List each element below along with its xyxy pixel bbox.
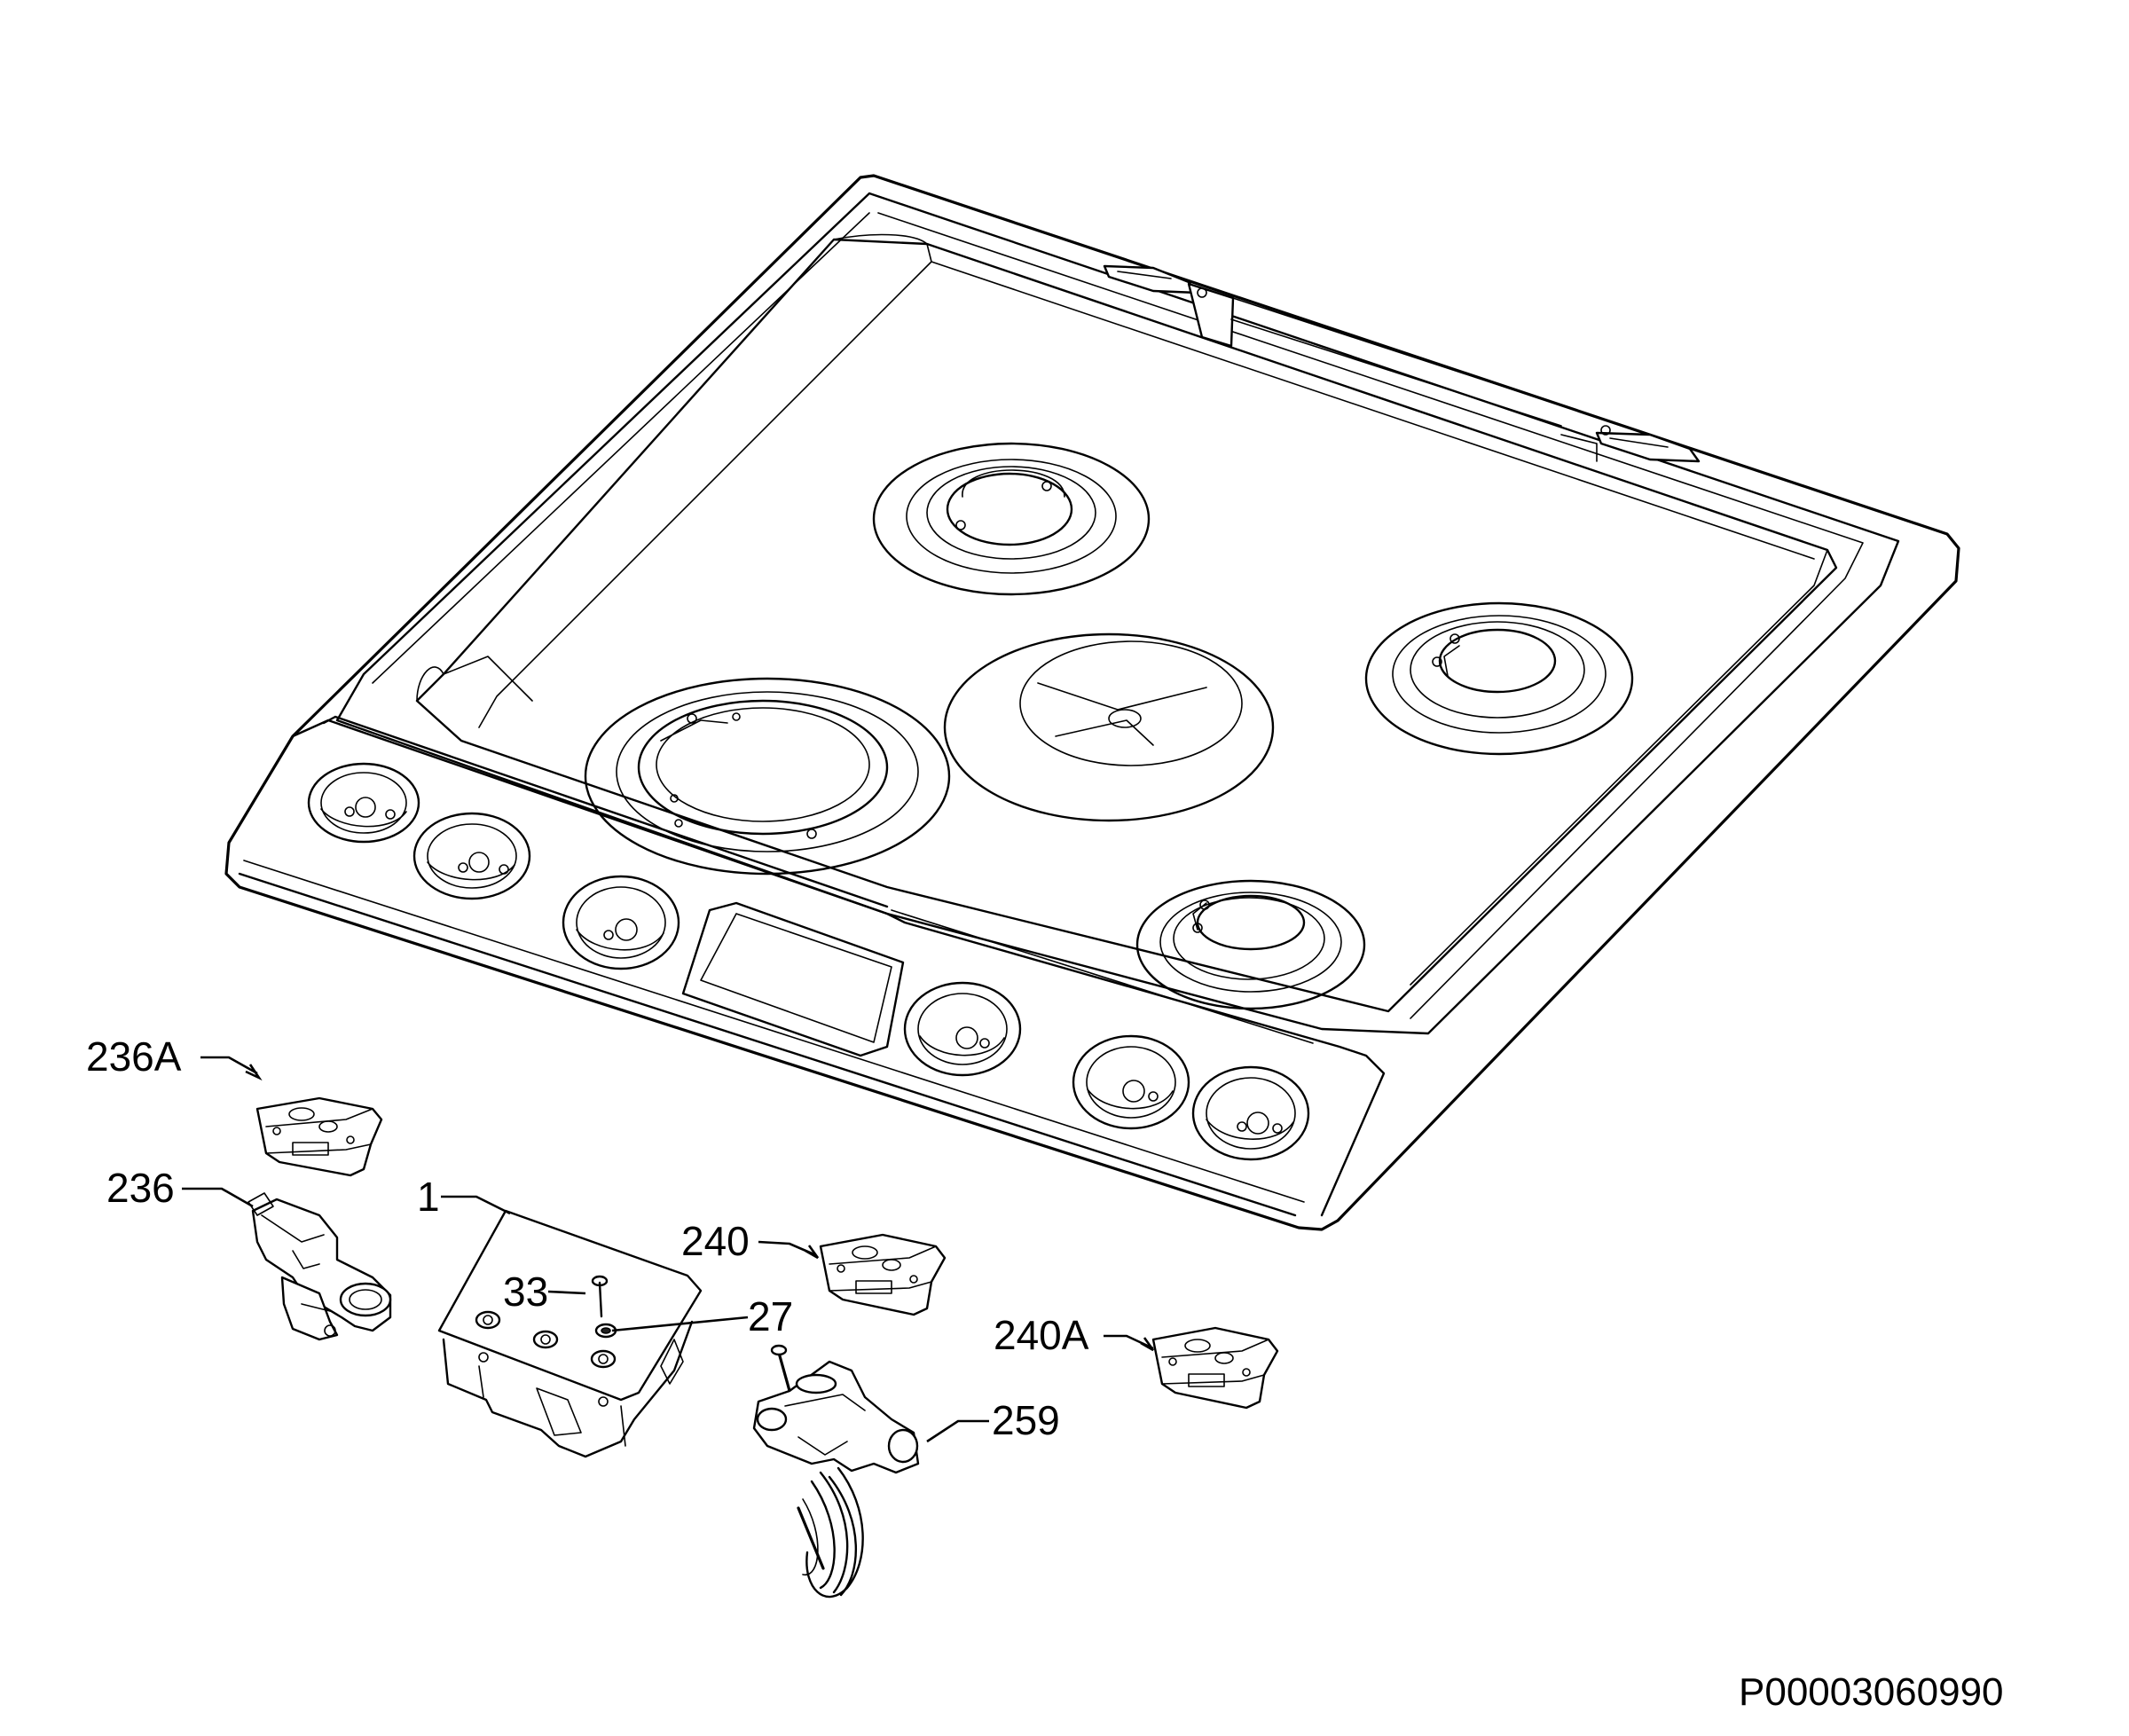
callout-259: 259 [992, 1397, 1060, 1443]
knob-recess-3 [562, 875, 680, 970]
callout-236a: 236A [86, 1033, 182, 1080]
knob-recess-6 [1191, 1065, 1310, 1161]
callout-240a: 240A [994, 1312, 1089, 1358]
part-236a-bracket [255, 1096, 383, 1177]
knob-recess-2 [412, 812, 531, 900]
part-1-control-housing [437, 1209, 703, 1458]
drawing-code: P00003060990 [1739, 1670, 2004, 1714]
part-240-bracket [819, 1233, 947, 1316]
callout-240: 240 [681, 1218, 750, 1264]
part-259-thermostat-valve [752, 1344, 920, 1599]
burner-front-left-large [584, 677, 951, 876]
display-window [681, 901, 905, 1057]
rear-hinge-left [1103, 264, 1235, 348]
knob-recess-4 [903, 981, 1022, 1077]
hob-frame [224, 174, 1960, 1231]
knob-recess-5 [1072, 1034, 1190, 1130]
callout-33: 33 [503, 1269, 548, 1315]
part-236-gas-valve [247, 1192, 392, 1341]
callout-1: 1 [417, 1174, 440, 1220]
leader-lines [182, 1056, 1155, 1443]
callout-27: 27 [748, 1293, 793, 1339]
knob-recess-1 [307, 762, 420, 844]
burner-center-wok [943, 632, 1275, 822]
callout-236: 236 [106, 1165, 175, 1211]
part-33-screw [591, 1275, 609, 1318]
burner-front-right [1135, 879, 1366, 1010]
burner-rear-right [1364, 601, 1634, 756]
part-240a-bracket [1151, 1326, 1279, 1410]
part-27-washer [594, 1323, 617, 1339]
burner-rear-left [872, 442, 1151, 596]
rear-hinge-right [1560, 425, 1701, 463]
